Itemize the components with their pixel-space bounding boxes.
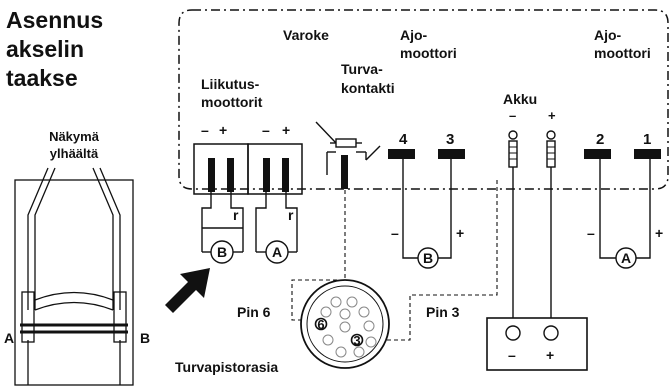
battery-posts bbox=[508, 130, 556, 325]
motor-a-r-label: r bbox=[288, 207, 294, 223]
label-akku: Akku bbox=[503, 91, 537, 107]
label-liikutus-2: moottorit bbox=[201, 94, 263, 110]
label-ajomoottori-right-2: moottori bbox=[594, 45, 651, 61]
drive-right-circle-label: A bbox=[621, 250, 631, 266]
label-pin3: Pin 3 bbox=[426, 304, 460, 320]
socket-pin-3: 3 bbox=[353, 333, 360, 348]
motor-b-circle-label: B bbox=[217, 244, 227, 260]
terminal-2: 2 bbox=[596, 131, 604, 148]
title-line-2: akselin bbox=[6, 36, 84, 62]
battery: – + bbox=[486, 317, 588, 371]
fuse-and-safety-contact bbox=[315, 121, 381, 189]
label-ajomoottori-left-2: moottori bbox=[400, 45, 457, 61]
drive-right-minus: – bbox=[587, 225, 595, 241]
title-line-1: Asennus bbox=[6, 7, 103, 33]
terminal-3: 3 bbox=[446, 131, 454, 148]
terminal-4: 4 bbox=[399, 131, 408, 148]
motor-b-r-label: r bbox=[233, 207, 239, 223]
label-turvakontakti-1: Turva- bbox=[341, 61, 383, 77]
top-view-side-a: A bbox=[4, 330, 14, 346]
drive-motor-left: 4 3 B – + bbox=[388, 131, 465, 269]
label-pin6: Pin 6 bbox=[237, 304, 271, 320]
terminal-1: 1 bbox=[643, 131, 651, 148]
label-ajomoottori-left-1: Ajo- bbox=[400, 27, 428, 43]
drive-left-minus: – bbox=[391, 225, 399, 241]
safety-socket: 6 3 bbox=[300, 279, 390, 369]
top-view-side-b: B bbox=[140, 330, 150, 346]
akku-minus-sign: – bbox=[509, 108, 516, 123]
drive-motor-right: 2 1 A – + bbox=[584, 131, 663, 269]
liikutus-2-minus: – bbox=[262, 122, 270, 138]
drive-left-plus: + bbox=[456, 225, 464, 241]
battery-minus: – bbox=[508, 347, 516, 363]
label-turvakontakti-2: kontakti bbox=[341, 80, 395, 96]
wheelchair-top-view bbox=[14, 167, 134, 386]
label-varoke: Varoke bbox=[283, 27, 329, 43]
control-box-outline bbox=[178, 9, 669, 190]
liikutus-1-minus: – bbox=[201, 122, 209, 138]
liikutus-2-plus: + bbox=[282, 122, 290, 138]
top-view-label-1: Näkymä bbox=[49, 129, 100, 144]
liikutus-1-plus: + bbox=[219, 122, 227, 138]
liikutus-connector: – + – + B r A r bbox=[193, 122, 303, 264]
drive-right-plus: + bbox=[655, 225, 663, 241]
motor-a-circle-label: A bbox=[272, 244, 282, 260]
title-line-3: taakse bbox=[6, 65, 78, 91]
label-ajomoottori-right-1: Ajo- bbox=[594, 27, 622, 43]
socket-pin-6: 6 bbox=[317, 317, 324, 332]
battery-plus: + bbox=[546, 347, 554, 363]
top-view-label-2: ylhäältä bbox=[50, 146, 99, 161]
label-liikutus-1: Liikutus- bbox=[201, 76, 260, 92]
direction-arrow bbox=[165, 268, 210, 313]
akku-plus-sign: + bbox=[548, 108, 556, 123]
label-turvapistorasia: Turvapistorasia bbox=[175, 359, 278, 375]
drive-left-circle-label: B bbox=[423, 250, 433, 266]
